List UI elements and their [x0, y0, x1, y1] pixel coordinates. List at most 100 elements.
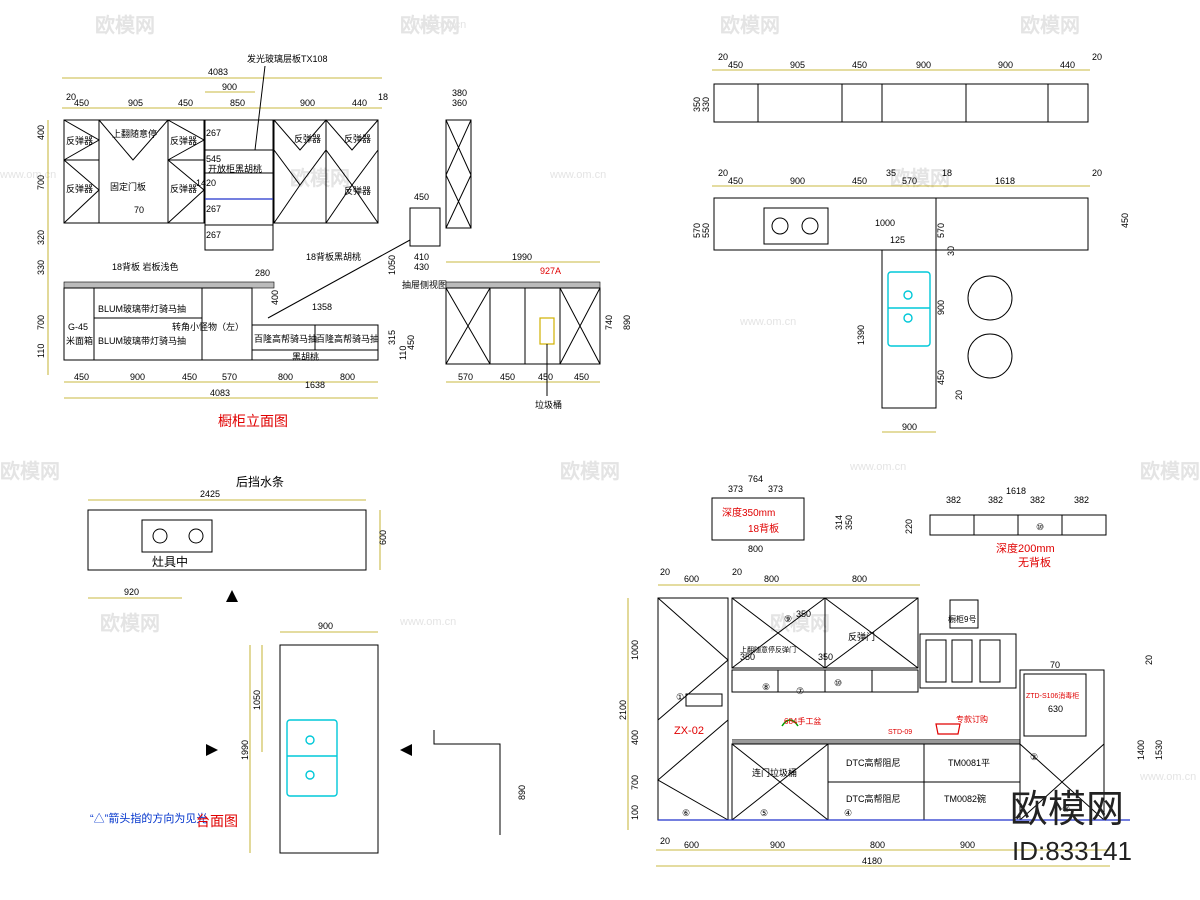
dim: 600	[684, 574, 699, 584]
dim: 380	[452, 88, 467, 98]
dim: 900	[300, 98, 315, 108]
dim: 900	[318, 621, 333, 631]
dim: 900	[790, 176, 805, 186]
dim: 280	[255, 268, 270, 278]
std-label: STD-09	[888, 729, 912, 736]
dim: 600	[378, 530, 388, 545]
dim: 125	[890, 235, 905, 245]
dim: 700	[36, 175, 46, 190]
depth-note: 深度350mm	[722, 506, 775, 519]
dim: 220	[904, 519, 914, 534]
dim: 800	[764, 574, 779, 584]
dim: 905	[128, 98, 143, 108]
small-cabinet: 764 373 373 深度350mm 18背板 800 314 350	[711, 474, 854, 554]
dim: 100	[630, 805, 640, 820]
dim: 360	[452, 98, 467, 108]
dim: 450	[406, 335, 416, 350]
dim: 18	[942, 168, 952, 178]
circled-num: ②	[1030, 752, 1038, 762]
watermark-url: www.om.cn	[1139, 771, 1196, 783]
upper-label: 反弹器	[66, 183, 93, 194]
circled-num: ③	[1062, 804, 1070, 814]
upper-label: 上翻随意停	[112, 128, 157, 139]
watermark-url: www.om.cn	[549, 169, 606, 181]
watermark-url: www.om.cn	[399, 616, 456, 628]
dim: 890	[622, 315, 632, 330]
dim: 400	[630, 730, 640, 745]
dim: 740	[604, 315, 614, 330]
dim-total-bottom: 4083	[210, 388, 230, 398]
watermark-id: ID:833141	[1012, 836, 1132, 866]
dim: 700	[630, 775, 640, 790]
dim: 450	[852, 176, 867, 186]
dim: 382	[1030, 495, 1045, 505]
dim: 850	[230, 98, 245, 108]
drawer-label: 百隆高帮骑马抽	[254, 333, 317, 344]
dim: 900	[960, 840, 975, 850]
steriliser-label: ZTD-S106消毒柜	[1026, 691, 1079, 700]
dim: 1400	[1136, 740, 1146, 760]
dim: 20	[718, 52, 728, 62]
depth-note: 深度200mm	[996, 541, 1055, 555]
wall-shelf: 1618 382 382 382 382 ⑩ 220 深度200mm 无背板	[904, 486, 1107, 569]
arrow-icon	[206, 744, 218, 756]
dim: 450	[500, 372, 515, 382]
stove-note: 灶具中	[152, 554, 188, 569]
dim: 900	[902, 422, 917, 432]
upper-label: 反弹器	[294, 133, 321, 144]
circled-num: ①	[676, 692, 684, 702]
watermark-logo: 欧模网	[560, 459, 620, 483]
dim: 800	[340, 372, 355, 382]
dim: 330	[701, 97, 711, 112]
dim: 350	[740, 652, 755, 662]
dim: 900	[130, 372, 145, 382]
dim: 20	[1092, 168, 1102, 178]
dim: 764	[748, 474, 763, 484]
dim: 314	[834, 515, 844, 530]
dim: 320	[36, 230, 46, 245]
drawer-label: DTC高帮阻尼	[846, 757, 901, 768]
watermark-logo: 欧模网	[720, 13, 780, 37]
dim: 2100	[618, 700, 628, 720]
drawer-label: DTC高帮阻尼	[846, 793, 901, 804]
dim: 550	[701, 223, 711, 238]
watermark-url: www.om.cn	[409, 19, 466, 31]
dim: 20	[954, 390, 964, 400]
door-label: 反弹门	[848, 631, 875, 642]
watermark-logo: 欧模网	[400, 13, 460, 37]
fixed-door-label: 固定门板	[110, 181, 146, 192]
trash-label: 连门垃圾桶	[752, 767, 797, 778]
dim: 382	[988, 495, 1003, 505]
dim: 382	[1074, 495, 1089, 505]
upper-label: 反弹器	[170, 183, 197, 194]
dim: 905	[790, 60, 805, 70]
dim: 920	[124, 587, 139, 597]
dim: 20	[660, 567, 670, 577]
dim: 630	[1048, 704, 1063, 714]
hood-label: 橱柜9号	[948, 614, 976, 624]
drawer-label: 米面箱	[66, 335, 93, 346]
dim: 400	[36, 125, 46, 140]
dim: 330	[36, 260, 46, 275]
dim: 450	[74, 372, 89, 382]
circled-num: ⑤	[760, 808, 768, 818]
dim: 110	[398, 346, 408, 360]
dim: 350	[818, 652, 833, 662]
dim: 20	[1144, 655, 1154, 665]
drawer-label: 百隆高帮骑马抽	[316, 333, 379, 344]
dim-total: 4180	[862, 856, 882, 866]
cabinet-elevation: 4083 20 450 905 450 850 900 440 18 900 发…	[36, 53, 632, 429]
dim: 450	[1120, 213, 1130, 228]
dim: 382	[946, 495, 961, 505]
oven-code: ZX-02	[674, 725, 704, 737]
dim: 900	[770, 840, 785, 850]
dim: 570	[692, 223, 702, 238]
watermark-logo: 欧模网	[290, 166, 350, 190]
drawer-label: BLUM玻璃带灯骑马抽	[98, 335, 186, 346]
drawer-label: TM0081平	[948, 758, 990, 768]
dim: 800	[748, 544, 763, 554]
dim: 110	[36, 344, 46, 358]
glass-shelf-note: 发光玻璃层板TX108	[247, 53, 328, 64]
dim: 373	[728, 484, 743, 494]
